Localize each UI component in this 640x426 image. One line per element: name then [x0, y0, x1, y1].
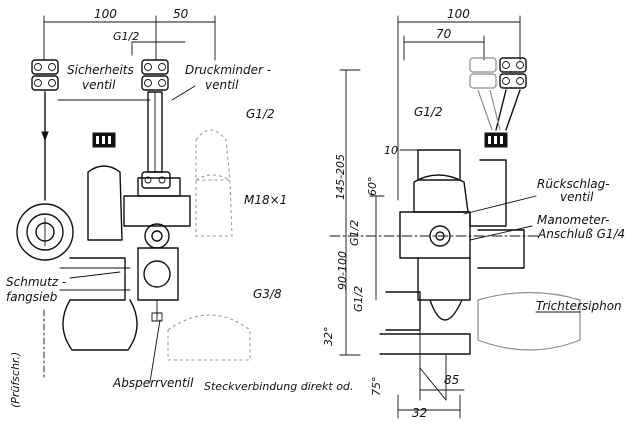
label-trichtersiphon: Trichtersiphon: [536, 299, 622, 313]
label-manometer-2: Anschluß G1/4: [537, 227, 625, 241]
label-manometer-1: Manometer-: [537, 213, 609, 227]
thread-g12-mid-right: G1/2: [348, 220, 361, 246]
top-valve-heads: [469, 57, 527, 148]
thread-g12-right-left: G1/2: [246, 107, 275, 121]
label-schmutzfangsieb-1: Schmutz -: [6, 275, 66, 289]
label-sicherheitsventil-1: Sicherheits: [67, 63, 134, 77]
thread-g12-top-left: G1/2: [113, 30, 139, 43]
dim-70: 70: [436, 27, 452, 41]
label-schmutzfangsieb-2: fangsieb: [6, 290, 58, 304]
left-top-dimensions: [43, 15, 216, 61]
dim-50: 50: [173, 7, 189, 21]
right-view: 100 70 G1/2 10 145-205 60° G1/2 90-100 G…: [322, 7, 625, 420]
right-dimensions: [339, 15, 521, 419]
label-absperrventil: Absperrventil: [112, 376, 194, 390]
label-pruefschraube: (Prüfschr.): [9, 352, 22, 408]
valve-body: [87, 129, 251, 361]
safety-valve-assembly: [16, 59, 74, 261]
thread-g38: G3/8: [253, 287, 282, 301]
label-steckverbindung: Steckverbindung direkt od.: [204, 380, 353, 393]
thread-g12-low-right: G1/2: [352, 286, 365, 312]
dim-32: 32: [412, 406, 427, 420]
label-druckminderventil-2: ventil: [205, 78, 239, 92]
label-rueckschlagventil-2: ventil: [560, 190, 594, 204]
thread-m18: M18×1: [244, 193, 287, 207]
dim-85: 85: [444, 373, 459, 387]
thread-g12-top-right: G1/2: [414, 105, 443, 119]
label-sicherheitsventil-2: ventil: [82, 78, 116, 92]
angle-75: 75°: [370, 377, 383, 397]
strainer-and-drain: [43, 257, 138, 381]
angle-32: 32°: [322, 327, 335, 347]
dim-10: 10: [384, 144, 398, 157]
label-rueckschlagventil-1: Rückschlag-: [537, 177, 610, 191]
dim-145-205: 145-205: [334, 154, 347, 200]
label-druckminderventil-1: Druckminder -: [185, 63, 271, 77]
left-view: 100 50 G1/2 Sicherheits ventil Druckmind…: [6, 7, 353, 408]
dim-90-100: 90-100: [336, 251, 349, 290]
dim-100-left: 100: [94, 7, 117, 21]
dim-100-right: 100: [447, 7, 470, 21]
angle-60: 60°: [366, 177, 379, 197]
right-valve-body: [329, 149, 581, 401]
